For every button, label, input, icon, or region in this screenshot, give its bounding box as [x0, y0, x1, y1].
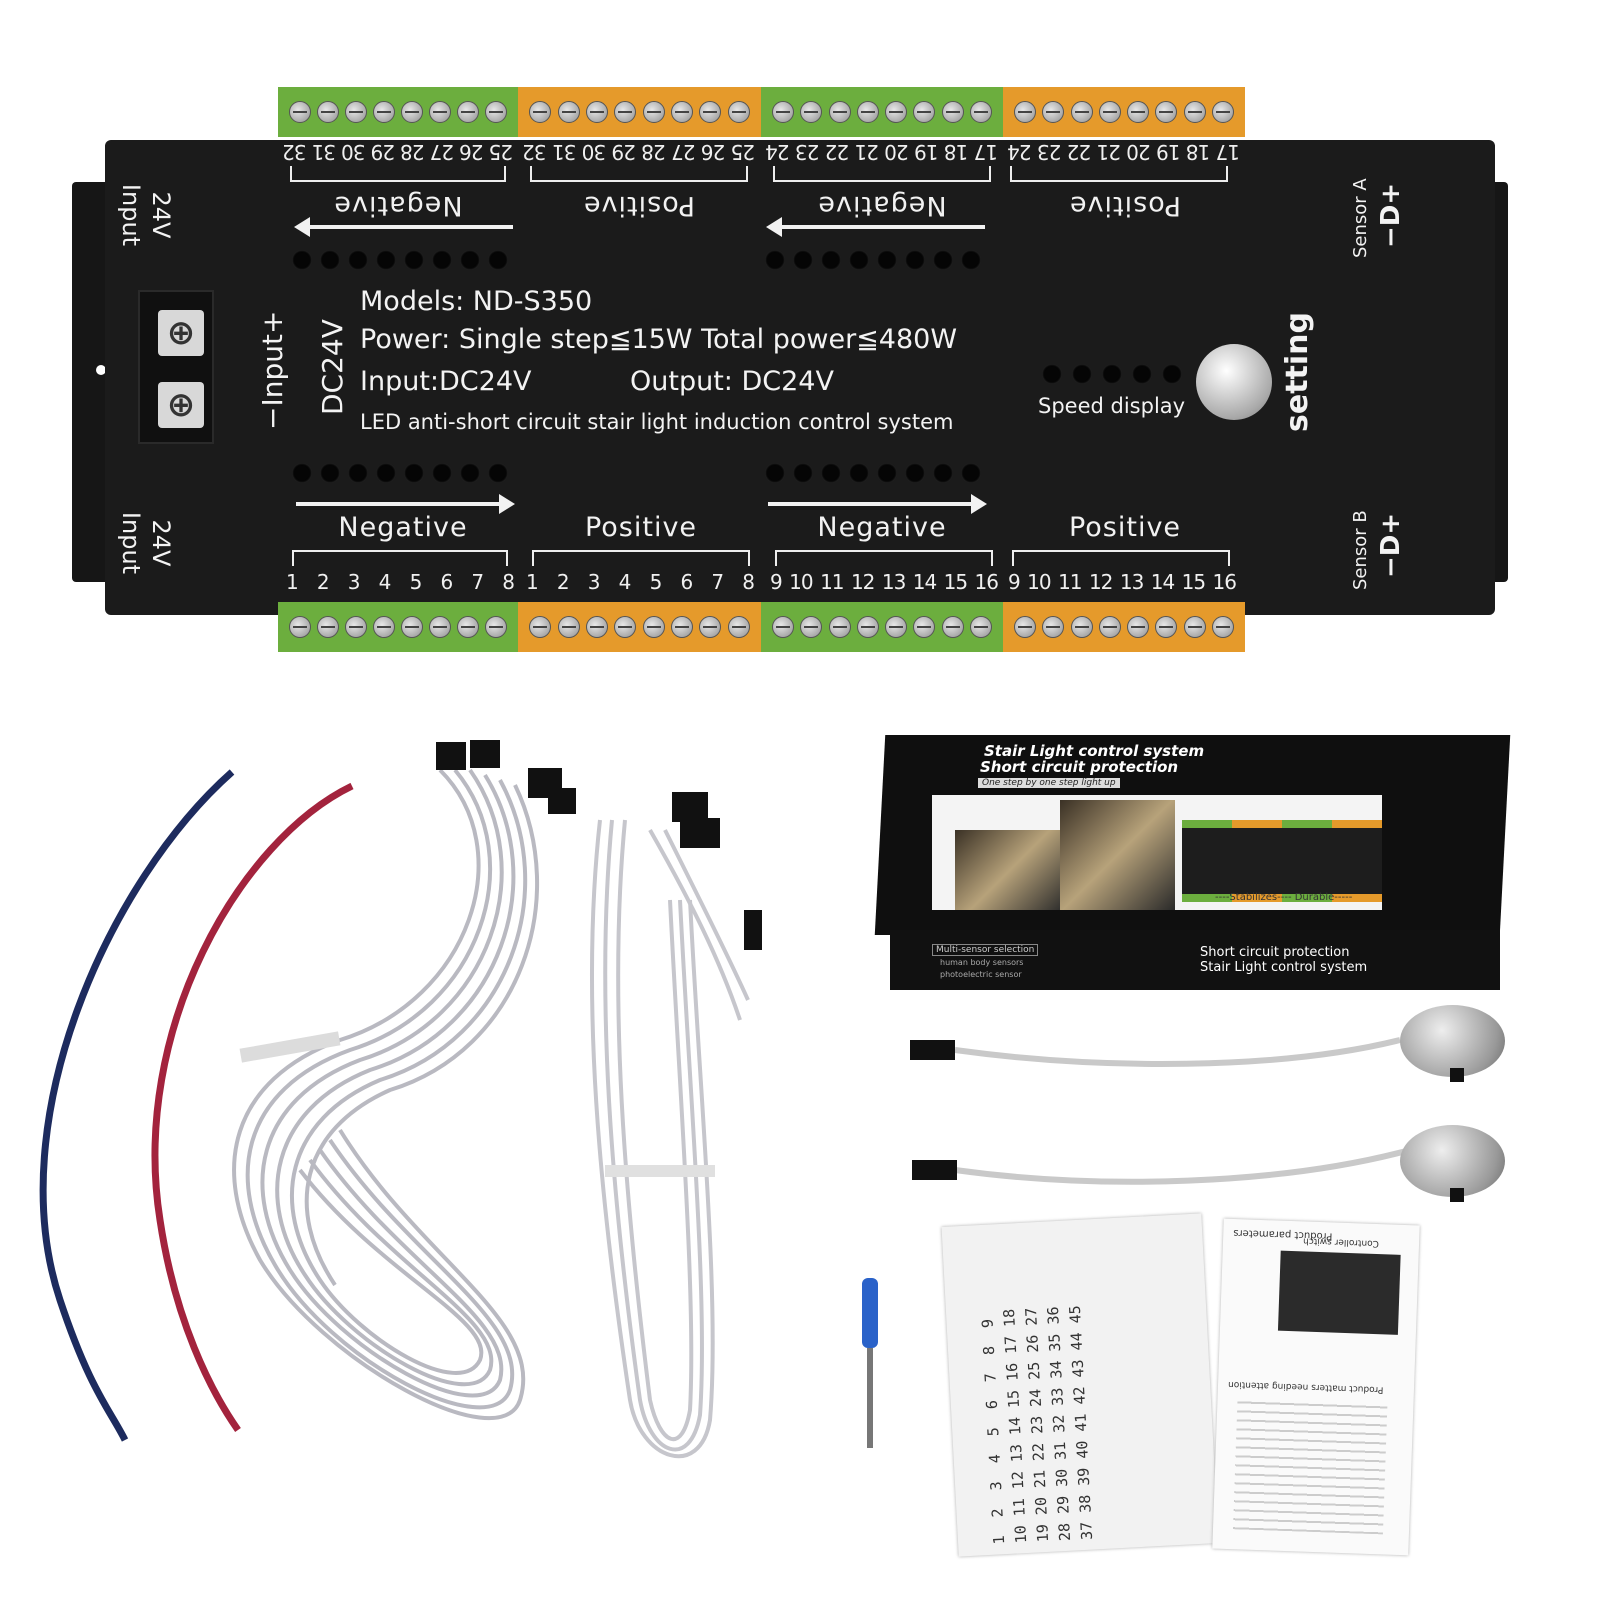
label-positive-bottom-2: Positive — [1068, 512, 1182, 543]
output-text: Output: DC24V — [630, 366, 834, 397]
setting-label: setting — [1280, 312, 1315, 432]
connector-cluster — [672, 792, 762, 950]
cable-tie — [605, 1165, 715, 1177]
cable-bundle-small — [589, 819, 750, 1459]
input-24v-bottom-label: 24V Input — [117, 511, 175, 575]
pir-sensor-b — [1400, 1125, 1505, 1197]
box-side-option1: human body sensors — [940, 958, 1024, 967]
input-text: Input:DC24V — [360, 366, 532, 397]
terminal-screw-icon: ⊕ — [158, 310, 204, 356]
terminal-strip-top-3 — [761, 87, 1003, 137]
label-negative-bottom-2: Negative — [817, 512, 947, 543]
manual-attention: Product matters needing attention — [1227, 1378, 1384, 1395]
instruction-manual: Product parameters Product matters needi… — [1212, 1218, 1420, 1556]
sensor-b-pins: −D+ — [1376, 512, 1406, 578]
box-features: ----Stabilizes---- Durable----- — [1215, 892, 1353, 903]
terminal-strip-top-2 — [518, 87, 761, 137]
arrow-left-icon — [294, 217, 513, 237]
terminal-strip-top-4 — [1003, 87, 1245, 137]
terminal-strip-bottom-3 — [761, 602, 1003, 652]
red-wire — [151, 782, 354, 1433]
cable-bundle-large — [232, 768, 540, 1421]
terminal-screw-icon: ⊕ — [158, 382, 204, 428]
input-polarity-label: −Input+ — [256, 310, 289, 430]
box-front-line2: Stair Light control system — [1200, 960, 1368, 975]
led-indicator-row — [765, 463, 981, 483]
label-negative-bottom-1: Negative — [338, 512, 468, 543]
description-text: LED anti-short circuit stair light induc… — [360, 410, 954, 434]
box-title-line2: Short circuit protection — [980, 758, 1179, 776]
dc24v-vertical-label: DC24V — [316, 319, 349, 415]
box-front-line1: Short circuit protection — [1200, 945, 1350, 960]
box-controller-photo — [1182, 820, 1382, 902]
box-title-line1: Stair Light control system — [984, 742, 1205, 760]
box-tagline: One step by one step light up — [978, 778, 1120, 788]
cable-tie — [239, 1031, 341, 1063]
terminal-strip-bottom-2 — [518, 602, 761, 652]
led-indicator-row — [292, 250, 508, 270]
model-text: Models: ND-S350 — [360, 286, 593, 317]
screwdriver — [862, 1278, 878, 1448]
power-text: Power: Single step≦15W Total power≦480W — [360, 324, 958, 355]
blue-wire — [39, 769, 235, 1442]
manual-switch-label: Controller switch — [1302, 1235, 1380, 1249]
sensor-window-icon — [1450, 1188, 1464, 1202]
label-positive-top-1: Positive — [582, 190, 696, 221]
label-positive-top-2: Positive — [1068, 190, 1182, 221]
arrow-right-icon — [296, 494, 515, 514]
stair-photo — [1060, 800, 1175, 910]
package-box-front — [890, 930, 1500, 990]
manual-text-block — [1232, 1399, 1388, 1535]
cables-illustration — [39, 740, 878, 1459]
sensor-a-pins: −D+ — [1376, 182, 1406, 248]
stair-photo — [955, 830, 1065, 910]
label-negative-top-2: Negative — [817, 190, 947, 221]
speed-led-row — [1042, 364, 1182, 384]
arrow-left-icon — [766, 217, 985, 237]
arrow-right-icon — [768, 494, 987, 514]
box-side-option2: photoelectric sensor — [940, 970, 1022, 979]
number-sticker-sheet: 1 2 3 4 5 6 7 8 9 10 11 12 13 14 15 16 1… — [941, 1213, 1219, 1557]
input-24v-top-label: 24V Input — [117, 183, 175, 247]
sensor-window-icon — [1450, 1068, 1464, 1082]
sensor-cables — [910, 1037, 1411, 1185]
terminal-strip-top-1 — [278, 87, 518, 137]
sensor-b-label: Sensor B — [1350, 510, 1371, 590]
pir-sensor-a — [1400, 1005, 1505, 1077]
manual-photo — [1277, 1250, 1401, 1335]
mounting-hole — [96, 365, 106, 375]
led-indicator-row — [292, 463, 508, 483]
box-side-heading: Multi-sensor selection — [932, 944, 1039, 956]
terminal-strip-bottom-4 — [1003, 602, 1245, 652]
led-indicator-row — [765, 250, 981, 270]
speed-display-label: Speed display — [1038, 394, 1186, 418]
label-positive-bottom-1: Positive — [584, 512, 698, 543]
connector-cluster — [436, 740, 576, 814]
setting-button[interactable] — [1196, 344, 1272, 420]
sensor-a-label: Sensor A — [1350, 178, 1371, 258]
label-negative-top-1: Negative — [333, 190, 463, 221]
terminal-strip-bottom-1 — [278, 602, 518, 652]
